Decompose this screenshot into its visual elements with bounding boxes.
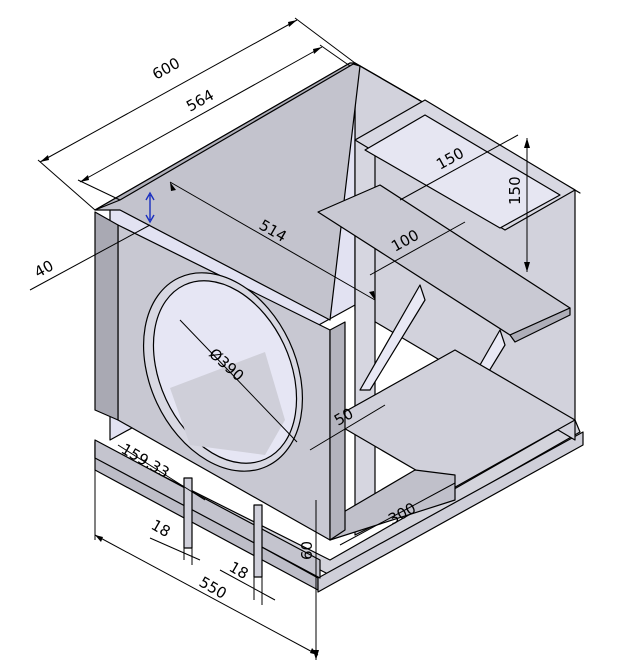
dim-564-label: 564 <box>183 86 217 116</box>
front-baffle-right-edge <box>329 321 346 541</box>
horizontal-shelf-edge <box>509 307 571 343</box>
dim-60-label: 60 <box>298 541 316 560</box>
dim-514-line <box>169 181 376 301</box>
dim-159-line <box>117 444 206 501</box>
dim-40-line <box>29 224 151 291</box>
dim-50-line <box>309 404 386 451</box>
dim-100-line <box>369 221 466 276</box>
dim-550-line <box>94 534 319 656</box>
dim-390-line <box>179 319 298 443</box>
foot-left <box>183 477 193 549</box>
thickness-marker-icon <box>145 191 155 224</box>
dim-18-right-label: 18 <box>226 558 252 583</box>
dim-18-left-label: 18 <box>148 516 174 541</box>
dim-150-v-label: 150 <box>506 176 524 205</box>
dim-564-line <box>79 46 323 183</box>
dim-600-line <box>39 19 298 163</box>
foot-right <box>253 504 263 578</box>
brace-left <box>359 284 426 391</box>
interior-floor <box>329 349 576 491</box>
dim-600-label: 600 <box>149 54 183 84</box>
woofer-inner-floor <box>170 352 285 455</box>
base-right-face <box>317 431 584 593</box>
front-baffle-side-edge <box>94 211 119 421</box>
port-chamber-upper-inner <box>364 114 561 229</box>
dim-300-line <box>339 482 456 546</box>
dim-150-h-line <box>399 134 519 201</box>
front-plinth <box>94 439 321 579</box>
dim-18-right-line <box>219 569 276 601</box>
